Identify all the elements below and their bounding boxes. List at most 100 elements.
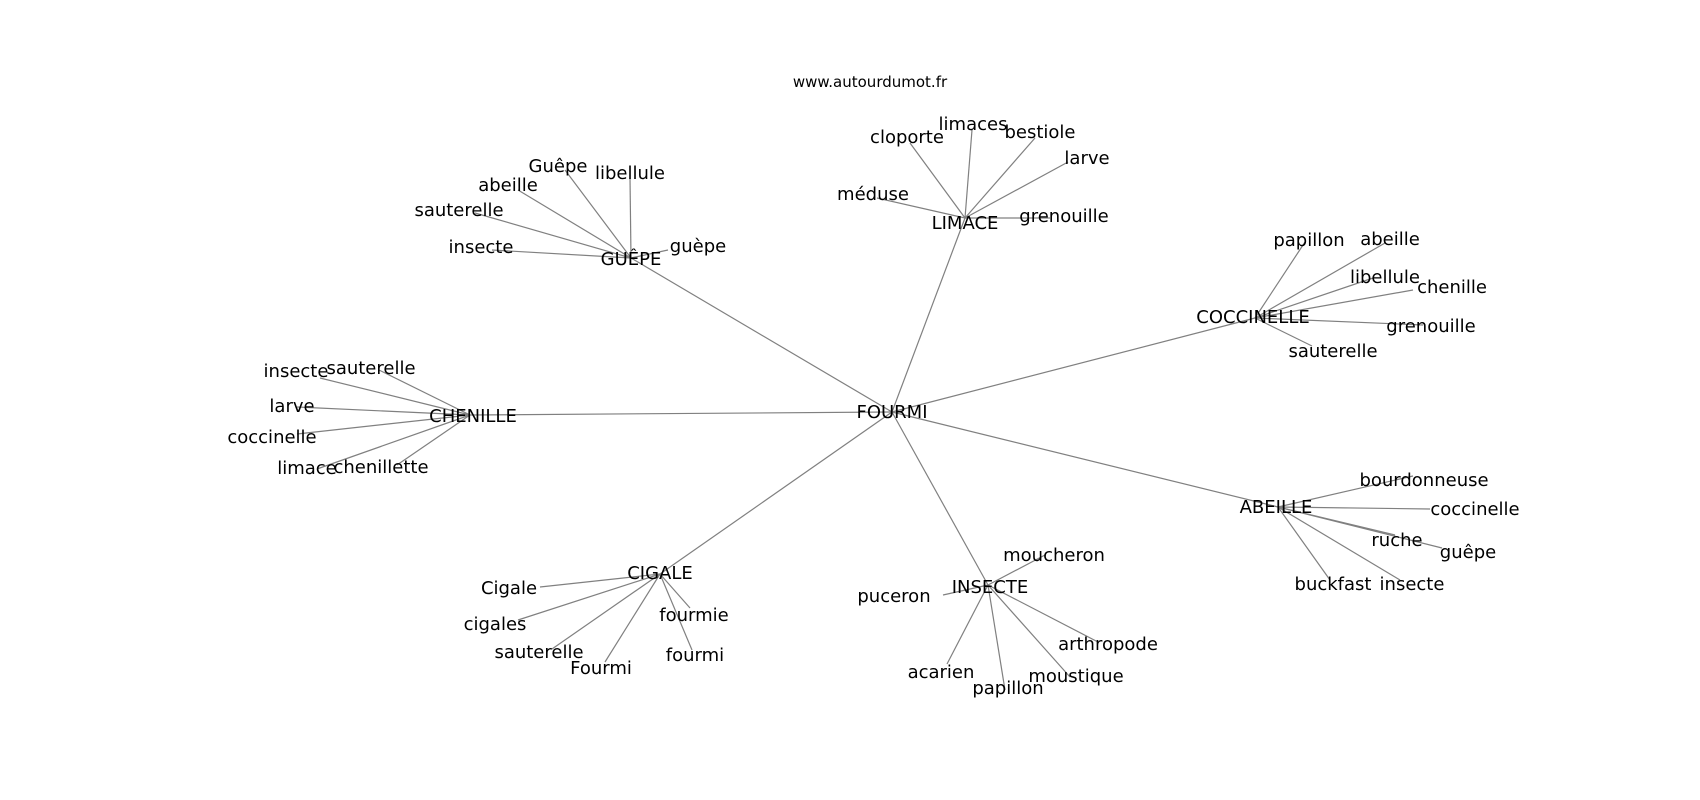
leaf-node-label: grenouille (1019, 206, 1108, 227)
leaf-node-label: sauterelle (494, 642, 583, 663)
edges (296, 129, 1443, 691)
edge-cluster-leaf (564, 169, 632, 259)
leaf-node-label: abeille (478, 175, 538, 196)
leaf-node-label: méduse (837, 184, 909, 205)
edge-cluster-leaf (1254, 277, 1374, 319)
edge-cluster-leaf (396, 414, 471, 466)
leaf-node-label: papillon (1273, 230, 1344, 251)
leaf-node-label: sauterelle (414, 200, 503, 221)
leaf-node-label: insecte (1380, 574, 1445, 595)
leaf-node-label: cloporte (870, 127, 944, 148)
edge-cluster-leaf (987, 584, 1006, 691)
edge-center-to-1 (891, 217, 966, 413)
leaf-node-label: coccinelle (227, 427, 316, 448)
center-node-label: FOURMI (856, 402, 927, 423)
edge-center-to-3 (469, 411, 893, 416)
edge-cluster-leaf (378, 369, 471, 416)
edge-cluster-leaf (630, 249, 669, 259)
edge-cluster-leaf (1254, 241, 1306, 319)
leaf-node-label: chenille (1417, 277, 1487, 298)
edge-cluster-leaf (964, 129, 973, 219)
edge-cluster-leaf (1254, 289, 1414, 319)
leaf-node-label: insecte (449, 237, 514, 258)
leaf-node-label: bourdonneuse (1359, 470, 1488, 491)
leaf-node-label: insecte (264, 361, 329, 382)
source-watermark: www.autourdumot.fr (793, 73, 948, 91)
edge-cluster-leaf (1277, 506, 1431, 510)
edge-cluster-leaf (946, 584, 989, 665)
edge-cluster-leaf (1277, 506, 1331, 581)
edge-cluster-leaf (474, 212, 632, 259)
leaf-node-label: puceron (857, 586, 930, 607)
leaf-node-label: ruche (1371, 530, 1422, 551)
edge-cluster-leaf (316, 414, 471, 470)
edge-cluster-leaf (1277, 475, 1414, 508)
edge-cluster-leaf (1254, 317, 1424, 326)
edge-cluster-leaf (539, 573, 661, 588)
edge-cluster-leaf (517, 573, 661, 621)
edge-cluster-leaf (604, 573, 661, 663)
leaf-node-label: coccinelle (1430, 499, 1519, 520)
edge-cluster-leaf (876, 197, 966, 219)
edge-center-to-4 (891, 411, 1279, 508)
leaf-node-label: Fourmi (570, 658, 632, 679)
leaf-node-label: arthropode (1058, 634, 1158, 655)
leaf-node-label: libellule (1350, 267, 1420, 288)
leaf-node-label: guêpe (1440, 542, 1496, 563)
cluster-node-label: CHENILLE (429, 406, 517, 427)
leaf-node-label: moustique (1028, 666, 1123, 687)
cluster-node-label: LIMACE (932, 213, 999, 234)
edge-center-to-2 (891, 317, 1256, 413)
leaf-node-label: bestiole (1004, 122, 1075, 143)
leaf-node-label: Guêpe (529, 156, 588, 177)
edge-cluster-leaf (964, 161, 1069, 219)
leaf-node-label: papillon (972, 678, 1043, 699)
leaf-node-label: acarien (908, 662, 975, 683)
edge-cluster-leaf (942, 584, 989, 596)
edge-cluster-leaf (551, 573, 661, 650)
edge-cluster-leaf (1254, 242, 1386, 319)
leaf-node-label: chenillette (333, 457, 428, 478)
labels: www.autourdumot.fr FOURMI GUÊPE Guêpe libe… (227, 73, 1519, 699)
edge-center-to-5 (659, 411, 893, 575)
leaf-node-label: limace (277, 458, 337, 479)
leaf-node-label: moucheron (1003, 545, 1105, 566)
leaf-node-label: buckfast (1295, 574, 1372, 595)
edge-cluster-leaf (517, 189, 632, 259)
edge-cluster-leaf (491, 249, 632, 259)
leaf-node-label: abeille (1360, 229, 1420, 250)
edge-cluster-leaf (296, 414, 471, 435)
cluster-node-label: COCCINELLE (1196, 307, 1309, 328)
edge-cluster-leaf (987, 584, 1099, 643)
edge-cluster-leaf (909, 142, 966, 219)
leaf-node-label: cigales (464, 614, 527, 635)
cluster-node-label: CIGALE (627, 563, 693, 584)
leaf-node-label: Cigale (481, 578, 537, 599)
leaf-node-label: sauterelle (1288, 341, 1377, 362)
edge-cluster-leaf (1277, 506, 1401, 581)
edge-cluster-leaf (1254, 317, 1313, 347)
edge-cluster-leaf (987, 584, 1071, 678)
edge-cluster-leaf (296, 406, 471, 416)
cluster-node-label: ABEILLE (1240, 497, 1313, 518)
leaf-node-label: grenouille (1386, 316, 1475, 337)
cluster-node-label: GUÊPE (601, 248, 662, 270)
leaf-node-label: libellule (595, 163, 665, 184)
edge-cluster-leaf (319, 377, 471, 416)
edge-center-to-0 (630, 257, 893, 413)
cluster-node-label: INSECTE (952, 577, 1029, 598)
edge-center-to-6 (891, 411, 989, 586)
edge-cluster-leaf (659, 573, 691, 609)
leaf-node-label: limaces (939, 114, 1008, 135)
leaf-node-label: guèpe (670, 236, 726, 257)
edge-cluster-leaf (964, 137, 1036, 219)
leaf-node-label: larve (269, 396, 314, 417)
leaf-node-label: fourmi (666, 645, 724, 666)
leaf-node-label: larve (1064, 148, 1109, 169)
leaf-node-label: sauterelle (326, 358, 415, 379)
leaf-node-label: fourmie (659, 605, 728, 626)
edge-cluster-leaf (987, 554, 1046, 586)
edge-cluster-leaf (629, 177, 632, 259)
edge-cluster-leaf (659, 573, 693, 651)
